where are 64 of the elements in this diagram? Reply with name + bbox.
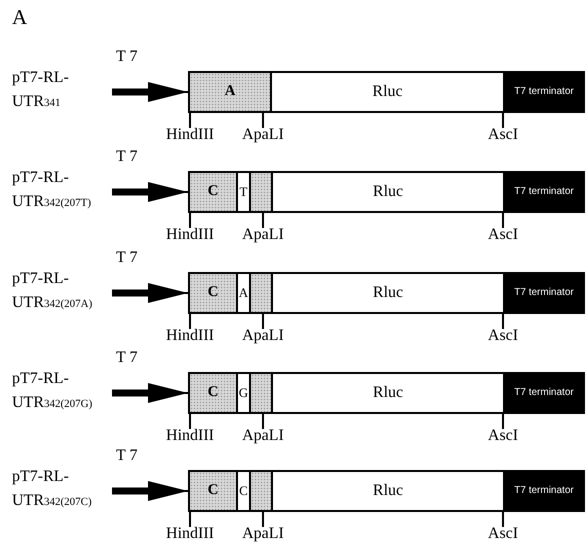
- gene-segment: [271, 470, 505, 512]
- restriction-site-label: ApaLI: [242, 428, 284, 445]
- segment-label: Rluc: [372, 182, 404, 202]
- segment-label: T7 terminator: [514, 186, 574, 198]
- restriction-site-label: ApaLI: [242, 127, 284, 144]
- promoter-arrow: [112, 481, 188, 501]
- segment-label: Rluc: [372, 482, 404, 500]
- gene-segment: [188, 171, 238, 213]
- promoter-arrow: [112, 383, 188, 403]
- terminator-segment: [503, 470, 585, 512]
- gene-segment: [188, 71, 272, 113]
- gene-segment: [188, 372, 238, 414]
- panel-label: A: [12, 6, 28, 28]
- terminator-segment: [503, 171, 585, 213]
- restriction-site-label: AscI: [488, 127, 518, 144]
- segment-label: T7 terminator: [514, 387, 574, 399]
- promoter-arrow: [112, 82, 188, 102]
- restriction-site-label: HindIII: [166, 127, 214, 144]
- segment-label: T: [240, 184, 248, 200]
- segment-label: C: [208, 183, 218, 201]
- restriction-site-label: AscI: [488, 328, 518, 345]
- promoter-label: T 7: [116, 350, 138, 367]
- segment-label: T7 terminator: [514, 86, 574, 98]
- segment-label: T7 terminator: [514, 287, 574, 299]
- restriction-site-label: AscI: [488, 526, 518, 543]
- restriction-site-label: ApaLI: [242, 328, 284, 345]
- segment-label: T7 terminator: [514, 485, 574, 497]
- segment-box: [249, 372, 273, 414]
- promoter-arrow: [112, 182, 188, 202]
- promoter-label: T 7: [116, 448, 138, 465]
- gene-segment: [271, 171, 505, 213]
- restriction-site-label: HindIII: [166, 428, 214, 445]
- restriction-site-label: HindIII: [166, 227, 214, 244]
- gene-segment: [270, 71, 505, 113]
- segment-label: C: [208, 284, 218, 302]
- segment-label: C: [208, 482, 218, 500]
- gene-segment: [271, 272, 505, 314]
- promoter-label: T 7: [116, 250, 138, 267]
- restriction-site-label: ApaLI: [242, 526, 284, 543]
- restriction-site-label: HindIII: [166, 526, 214, 543]
- restriction-site-label: HindIII: [166, 328, 214, 345]
- segment-label: A: [238, 286, 248, 300]
- segment-label: Rluc: [372, 384, 404, 402]
- segment-label: C: [208, 384, 218, 402]
- segment-label: C: [239, 484, 248, 498]
- segment-box: [249, 272, 273, 314]
- restriction-site-label: AscI: [488, 428, 518, 445]
- segment-label: G: [238, 386, 248, 400]
- promoter-arrow: [112, 283, 188, 303]
- promoter-label: T 7: [116, 49, 138, 66]
- terminator-segment: [503, 272, 585, 314]
- segment-label: A: [224, 83, 236, 101]
- segment-box: [249, 470, 273, 512]
- terminator-segment: [503, 372, 585, 414]
- gene-segment: [188, 272, 238, 314]
- promoter-label: T 7: [116, 149, 138, 166]
- segment-label: Rluc: [372, 82, 403, 102]
- restriction-site-label: AscI: [488, 227, 518, 244]
- segment-label: Rluc: [372, 284, 404, 302]
- terminator-segment: [503, 71, 585, 113]
- gene-segment: [271, 372, 505, 414]
- gene-segment: [188, 470, 238, 512]
- restriction-site-label: ApaLI: [242, 227, 284, 244]
- segment-box: [249, 171, 273, 213]
